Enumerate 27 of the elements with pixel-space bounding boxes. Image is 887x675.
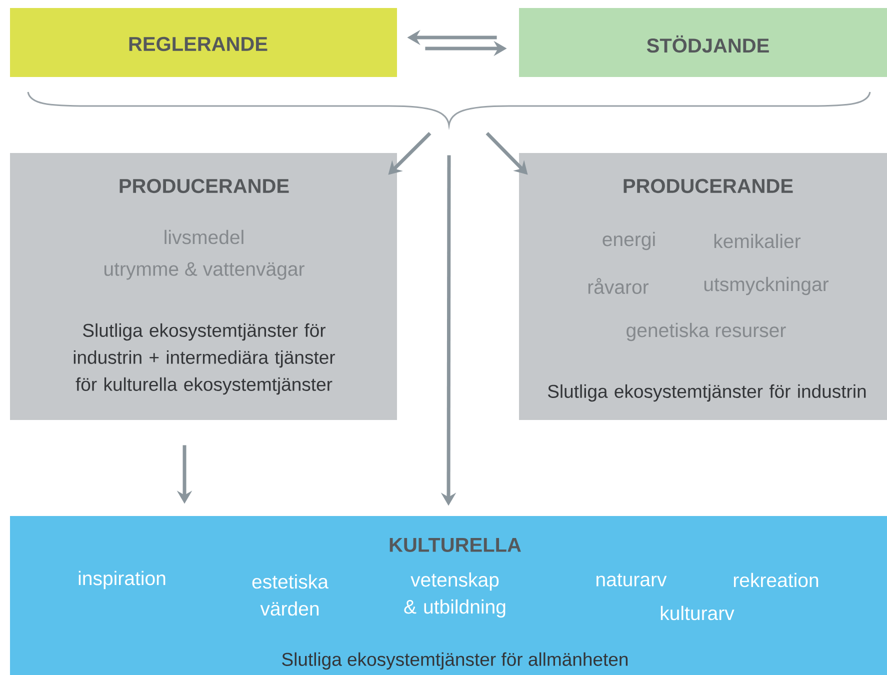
- service-label: naturarv: [596, 574, 667, 586]
- service-label: rekreation: [734, 572, 818, 588]
- category-heading: KULTURELLA: [390, 538, 521, 552]
- category-heading: STÖDJANDE: [646, 35, 769, 53]
- service-label: råvaror: [588, 278, 649, 294]
- service-label: inspiration: [78, 570, 166, 590]
- service-label: genetiska resurser: [626, 322, 786, 342]
- service-label: vetenskap & utbildning: [404, 572, 506, 618]
- description: Slutliga ekosystemtjänster för industrin: [548, 384, 866, 402]
- category-box: [519, 8, 887, 77]
- category-box: [10, 8, 397, 77]
- category-box: [10, 516, 887, 675]
- service-label: utsmyckningar: [704, 276, 828, 296]
- category-heading: REGLERANDE: [129, 36, 268, 52]
- service-label: kemikalier: [714, 234, 801, 248]
- category-heading: PRODUCERANDE: [120, 178, 289, 194]
- service-label: livsmedel: [164, 230, 244, 244]
- description: Slutliga ekosystemtjänster för allmänheten: [282, 652, 628, 670]
- category-box: [10, 153, 397, 420]
- service-label: estetiska värden: [252, 574, 328, 616]
- service-label: utrymme & vattenvägar: [104, 262, 304, 280]
- category-box: [519, 153, 887, 420]
- service-label: energi: [602, 232, 655, 250]
- description: Slutliga ekosystemtjänster för industrin + intermediära tjänster för kulturella ekosystemtjänster: [74, 323, 335, 395]
- category-heading: PRODUCERANDE: [624, 178, 793, 194]
- service-label: kulturarv: [660, 606, 734, 620]
- curly-brace: [27, 92, 871, 126]
